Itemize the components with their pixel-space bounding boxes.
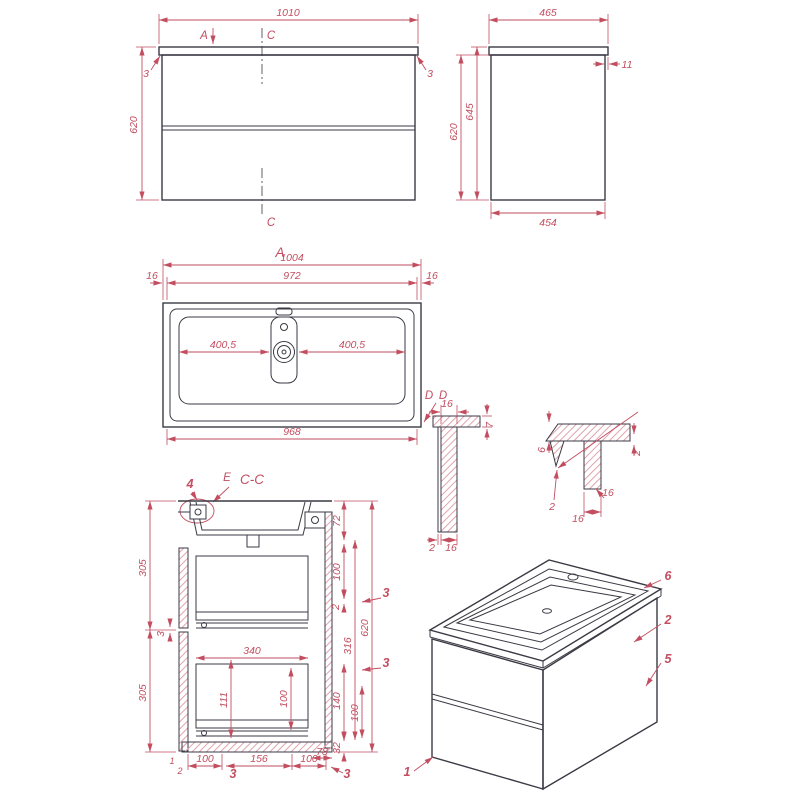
detail-d-2: 2 bbox=[428, 542, 435, 554]
plan-width-bottom-dim: 968 bbox=[283, 426, 301, 438]
front-view: 1010 620 3 3 A C C bbox=[128, 7, 433, 229]
bowl-opening bbox=[455, 576, 637, 643]
detail-d-view: 16 7 2 16 bbox=[427, 398, 496, 554]
plan-width-inner-dim: 972 bbox=[283, 270, 301, 282]
dim-111: 111 bbox=[218, 692, 230, 708]
side-overhang-dim: 11 bbox=[622, 59, 633, 71]
front-height-dim: 620 bbox=[128, 116, 140, 134]
front-gap-right-dim: 3 bbox=[427, 68, 433, 80]
plan-edge-right-dim: 16 bbox=[426, 270, 438, 282]
dim-100-bottom-a: 100 bbox=[196, 753, 214, 765]
corner-2-bottom: 2 bbox=[548, 501, 555, 513]
dim-140: 140 bbox=[331, 692, 343, 710]
detail-e-circle bbox=[179, 498, 215, 524]
corner-wedge bbox=[549, 440, 565, 468]
plan-drain-assembly bbox=[270, 316, 298, 384]
side-view: 465 11 645 620 454 bbox=[448, 7, 632, 229]
section-cc-view: C-C E 4 bbox=[137, 472, 390, 781]
cabinet-side-face bbox=[542, 596, 658, 791]
plan-section-label: A bbox=[274, 245, 284, 260]
corner-16-a: 16 bbox=[572, 513, 584, 525]
front-section-c-top-label: C bbox=[267, 30, 276, 42]
plan-width-overall-dim: 1004 bbox=[280, 252, 304, 264]
section-detail-e-label: E bbox=[223, 472, 231, 484]
dim-2: 2 bbox=[330, 604, 342, 611]
section-cc-title: C-C bbox=[240, 472, 264, 487]
plan-edge-left-dim: 16 bbox=[146, 270, 158, 282]
dim-340: 340 bbox=[243, 645, 261, 657]
dim-620: 620 bbox=[359, 619, 371, 637]
detail-d-7: 7 bbox=[484, 421, 496, 428]
dim-78: 78 bbox=[316, 746, 328, 758]
drain-stub bbox=[246, 534, 260, 548]
dim-316: 316 bbox=[342, 637, 354, 655]
detail-d-16-bottom: 16 bbox=[445, 542, 457, 554]
side-height-total-dim: 645 bbox=[464, 103, 476, 121]
front-gap-left-dim: 3 bbox=[143, 68, 149, 80]
corner-16-b: 16 bbox=[602, 487, 614, 499]
persp-callout-2: 2 bbox=[664, 613, 672, 627]
front-body bbox=[161, 54, 416, 201]
corner-2-right: 2 bbox=[631, 450, 643, 457]
callout-3-right-a: 3 bbox=[383, 586, 390, 600]
persp-callout-1: 1 bbox=[404, 765, 411, 779]
plan-detail-d-label-a: D bbox=[425, 390, 433, 402]
side-depth-dim: 454 bbox=[539, 217, 557, 229]
side-width-dim: 465 bbox=[539, 7, 557, 19]
detail-d-top-slab bbox=[432, 415, 481, 428]
faucet-hole bbox=[567, 573, 579, 581]
dim-100-inner: 100 bbox=[278, 690, 290, 708]
back-panel bbox=[324, 511, 333, 749]
plan-half-left-dim: 400,5 bbox=[210, 339, 236, 351]
lower-drawer-front bbox=[178, 631, 189, 752]
plan-overflow-slot bbox=[275, 307, 293, 316]
section-callout-4: 4 bbox=[186, 477, 194, 491]
callout-3-right-b: 3 bbox=[383, 656, 390, 670]
side-countertop bbox=[488, 46, 609, 56]
side-height-body-dim: 620 bbox=[448, 123, 460, 141]
front-countertop bbox=[158, 46, 419, 56]
plan-view: A 1004 972 16 16 400,5 400,5 968 bbox=[146, 245, 447, 445]
plan-detail-d-label-b: D bbox=[439, 390, 447, 402]
dim-2-bottom: 2 bbox=[176, 766, 182, 776]
persp-callout-6: 6 bbox=[665, 569, 673, 583]
callout-3-bottom-b: 3 bbox=[344, 767, 351, 781]
dim-gap-3: 3 bbox=[155, 631, 167, 637]
corner-horizontal-panel bbox=[545, 423, 631, 442]
dim-32: 32 bbox=[331, 742, 343, 754]
dim-1: 1 bbox=[169, 756, 174, 766]
perspective-view: 6 2 5 1 bbox=[404, 559, 673, 791]
callout-3-bottom-a: 3 bbox=[230, 767, 237, 781]
detail-corner-view: 6 2 2 16 16 bbox=[536, 411, 643, 525]
bottom-panel bbox=[181, 741, 333, 753]
front-section-c-bottom-label: C bbox=[267, 217, 276, 229]
front-section-a-label: A bbox=[199, 30, 208, 42]
hanging-bracket bbox=[304, 511, 326, 529]
detail-d-16-top: 16 bbox=[441, 398, 453, 410]
dim-100-lower: 100 bbox=[349, 704, 361, 722]
lower-drawer-box bbox=[195, 663, 309, 729]
plan-half-right-dim: 400,5 bbox=[339, 339, 365, 351]
dim-305-lower: 305 bbox=[137, 684, 149, 702]
basin-deck bbox=[442, 568, 650, 651]
front-width-dim: 1010 bbox=[276, 7, 300, 19]
hinge-bracket bbox=[189, 504, 207, 520]
plan-outline bbox=[162, 302, 422, 428]
upper-drawer-front bbox=[178, 547, 189, 629]
dim-100-right: 100 bbox=[331, 563, 343, 581]
persp-callout-5: 5 bbox=[665, 652, 673, 666]
dim-72: 72 bbox=[331, 515, 343, 527]
plan-basin-bowl bbox=[178, 316, 406, 405]
upper-drawer-box bbox=[195, 555, 309, 621]
corner-6: 6 bbox=[536, 447, 548, 453]
drain-hole bbox=[542, 608, 552, 614]
dim-305-upper: 305 bbox=[137, 559, 149, 577]
detail-d-panel bbox=[440, 426, 458, 533]
dim-156: 156 bbox=[250, 753, 268, 765]
side-body bbox=[490, 54, 606, 201]
bowl-bottom bbox=[468, 584, 623, 635]
corner-vertical-panel bbox=[583, 440, 602, 490]
basin-rim bbox=[428, 559, 663, 662]
